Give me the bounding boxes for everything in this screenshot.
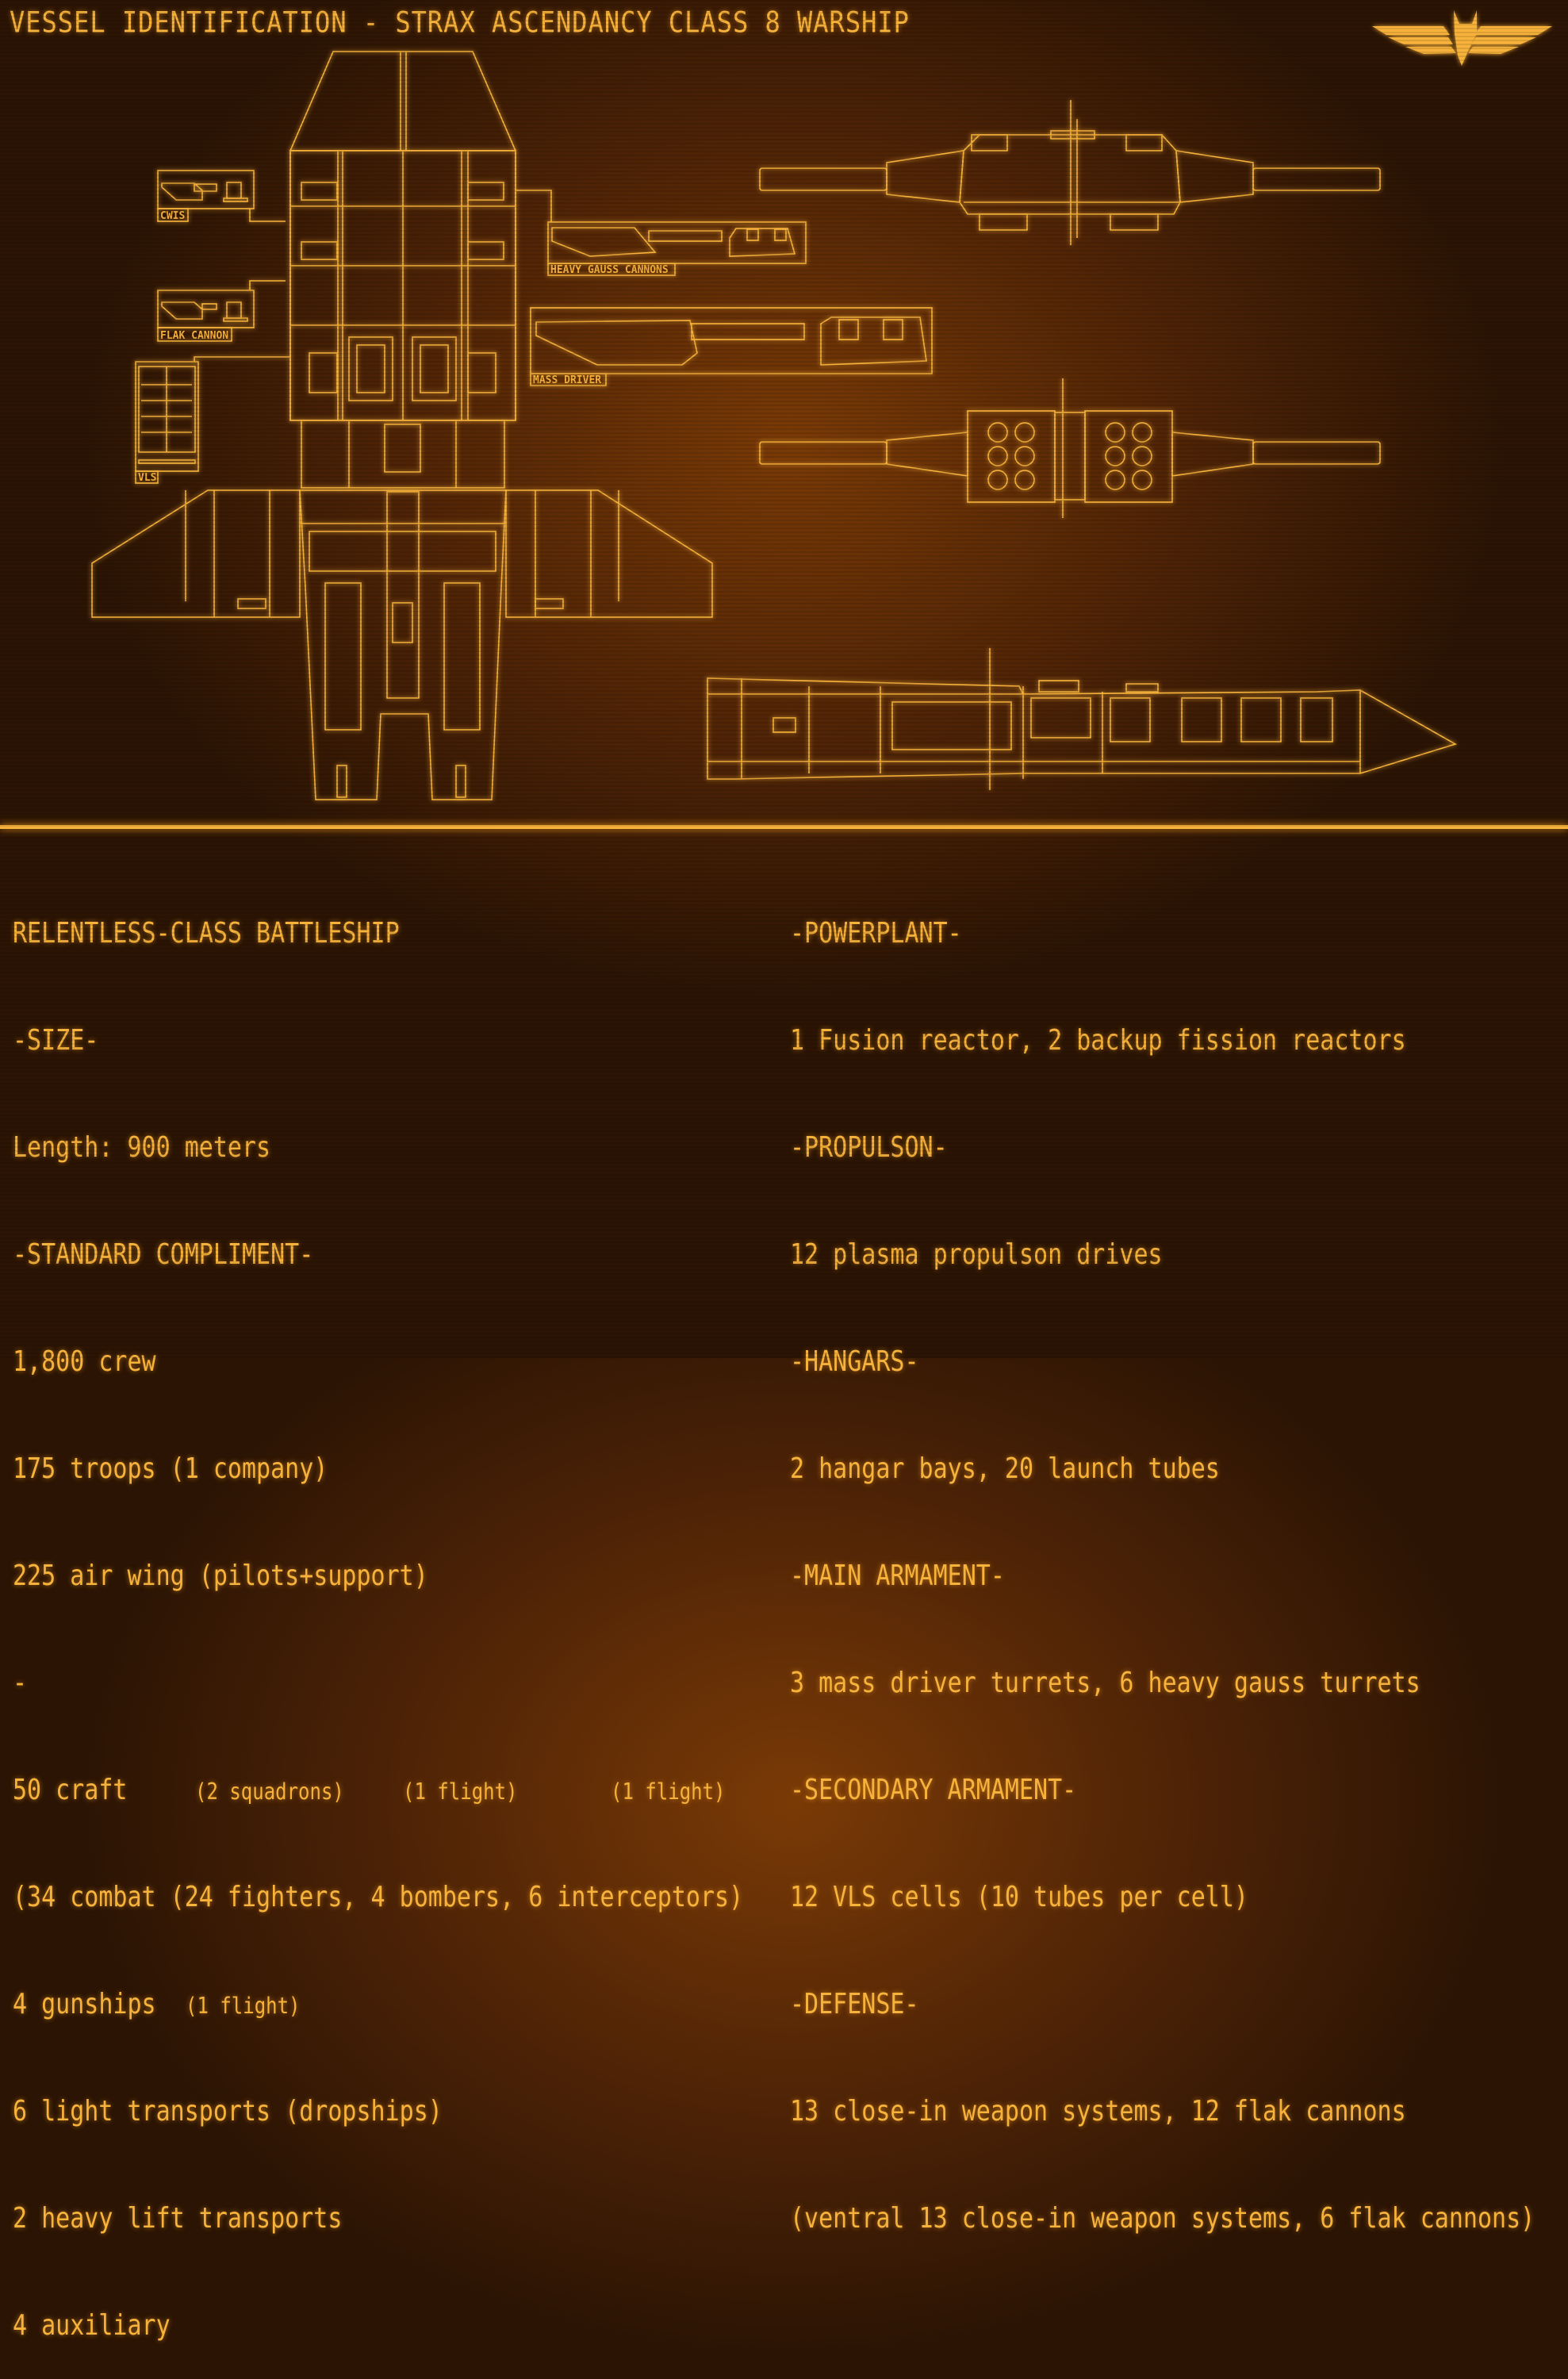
cwis-label: CWIS xyxy=(160,210,185,222)
length-value: Length: 900 meters xyxy=(13,1130,271,1165)
troops-value: 175 troops (1 company) xyxy=(13,1452,328,1486)
vls-callout xyxy=(135,356,290,484)
heavy-gauss-cannons-callout xyxy=(516,190,807,276)
separator: - xyxy=(13,1666,28,1700)
size-header: -SIZE- xyxy=(13,1023,99,1057)
ventral-defense-value: (ventral 13 close-in weapon systems, 6 f… xyxy=(790,2201,1535,2235)
gunships-note: (1 flight) xyxy=(186,1992,301,2020)
craft-note-squadrons: (2 squadrons) xyxy=(195,1778,344,1805)
craft-value: 50 craft xyxy=(13,1773,128,1807)
heavy-gauss-cannons-label: HEAVY GAUSS CANNONS xyxy=(550,264,669,276)
heavy-lift-value: 2 heavy lift transports xyxy=(13,2201,343,2235)
gunships-row: 4 gunships (1 flight) xyxy=(13,1983,743,2026)
compliment-header: -STANDARD COMPLIMENT- xyxy=(13,1237,314,1272)
page-title: VESSEL IDENTIFICATION - STRAX ASCENDANCY… xyxy=(10,5,910,40)
defense-value: 13 close-in weapon systems, 12 flak cann… xyxy=(790,2094,1406,2128)
hangars-header: -HANGARS- xyxy=(790,1345,919,1379)
powerplant-header: -POWERPLANT- xyxy=(790,916,962,950)
craft-note-flight-2: (1 flight) xyxy=(611,1778,726,1805)
winged-fox-emblem-icon xyxy=(1372,10,1552,66)
flak-cannon-label: FLAK CANNON xyxy=(160,330,228,342)
flak-cannon-callout xyxy=(157,280,286,342)
propulsion-value: 12 plasma propulson drives xyxy=(790,1237,1163,1272)
secondary-armament-value: 12 VLS cells (10 tubes per cell) xyxy=(790,1880,1248,1914)
mass-driver-callout xyxy=(530,307,933,386)
craft-row: 50 craft (2 squadrons) (1 flight) (1 flight… xyxy=(13,1769,743,1812)
hangars-value: 2 hangar bays, 20 launch tubes xyxy=(790,1452,1220,1486)
light-transports-value: 6 light transports (dropships) xyxy=(13,2094,443,2128)
vls-label: VLS xyxy=(138,472,157,484)
propulsion-header: -PROPULSON- xyxy=(790,1130,948,1165)
spec-column-right: -POWERPLANT- 1 Fusion reactor, 2 backup … xyxy=(790,844,1535,2272)
side-view-dorsal xyxy=(759,100,1381,245)
combat-value: (34 combat (24 fighters, 4 bombers, 6 in… xyxy=(13,1880,744,1914)
mass-driver-label: MASS DRIVER xyxy=(533,374,601,386)
defense-header: -DEFENSE- xyxy=(790,1987,919,2021)
gunships-value: 4 gunships xyxy=(13,1987,156,2021)
main-armament-header: -MAIN ARMAMENT- xyxy=(790,1559,1005,1593)
side-view-profile xyxy=(707,648,1458,790)
air-wing-value: 225 air wing (pilots+support) xyxy=(13,1559,428,1593)
secondary-armament-header: -SECONDARY ARMAMENT- xyxy=(790,1773,1077,1807)
section-divider xyxy=(0,825,1568,829)
cwis-callout xyxy=(157,170,286,222)
main-armament-value: 3 mass driver turrets, 6 heavy gauss tur… xyxy=(790,1666,1420,1700)
ship-class-heading: RELENTLESS-CLASS BATTLESHIP xyxy=(13,916,400,950)
crew-value: 1,800 crew xyxy=(13,1345,156,1379)
top-view-hull xyxy=(91,51,713,800)
craft-note-flight-1: (1 flight) xyxy=(403,1778,518,1805)
auxiliary-value: 4 auxiliary xyxy=(13,2308,171,2343)
powerplant-value: 1 Fusion reactor, 2 backup fission react… xyxy=(790,1023,1406,1057)
spec-column-left: RELENTLESS-CLASS BATTLESHIP -SIZE- Lengt… xyxy=(13,844,743,2379)
ship-schematic: CWIS FLAK CANNON VLS HEAVY GAUSS CANNONS… xyxy=(91,10,1552,800)
side-view-aft xyxy=(759,378,1381,518)
